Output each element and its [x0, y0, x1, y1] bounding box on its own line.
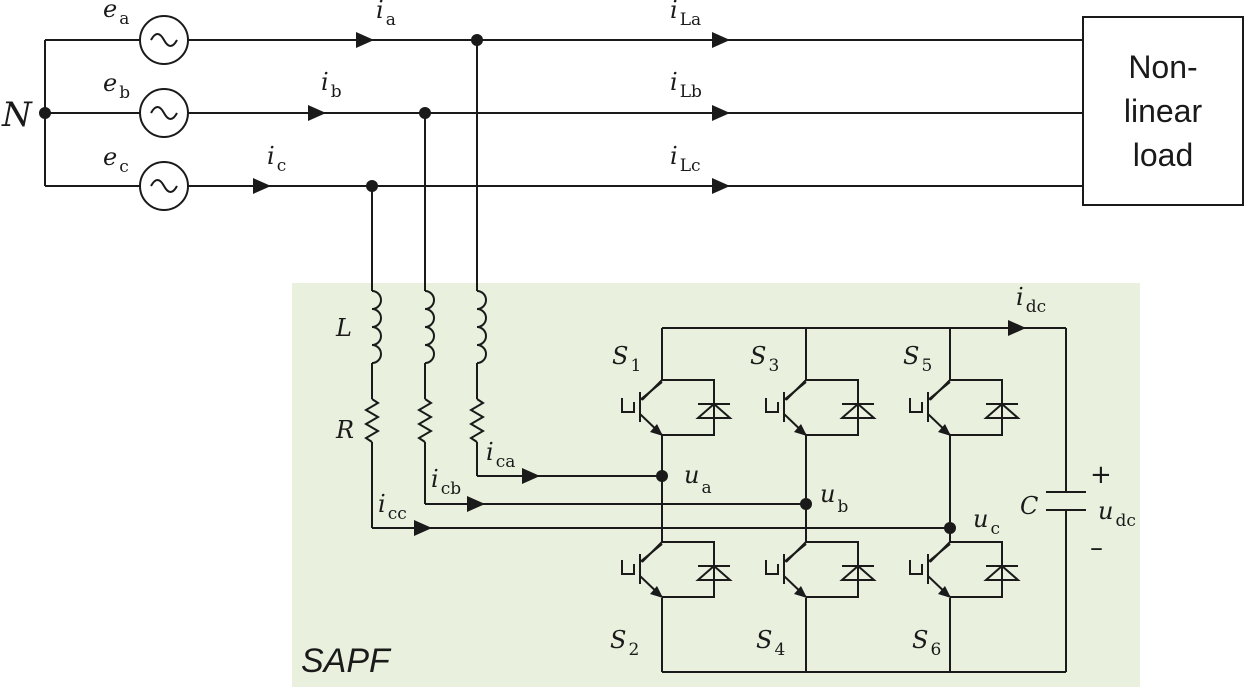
sapf-panel [292, 283, 1140, 687]
dc-minus-sign: – [1090, 533, 1103, 563]
current-arrow-idc [1008, 320, 1026, 336]
inverter-leg-b [800, 328, 812, 672]
inverter-leg-a [656, 328, 668, 672]
source-b [139, 88, 189, 138]
supply-network [44, 39, 1083, 187]
igbt-switch-s2 [621, 541, 733, 598]
inverter-leg-c [944, 328, 956, 672]
igbt-switch-s5 [909, 379, 1021, 436]
capacitor-label: C [1020, 492, 1038, 520]
source-a [139, 15, 189, 65]
dc-bus [662, 327, 1086, 673]
filter-branch-a [469, 34, 662, 477]
neutral-node [39, 107, 51, 119]
svg-text:linear: linear [1124, 93, 1203, 129]
igbt-switch-s3 [765, 379, 877, 436]
nonlinear-load: Non- linear load [1082, 16, 1244, 206]
igbt-switch-s4 [765, 541, 877, 598]
resistor-label: R [335, 416, 354, 444]
current-arrow-ilb [712, 105, 730, 121]
current-arrow-icc [414, 520, 432, 536]
current-arrow-ia [356, 32, 374, 48]
current-arrow-ica [522, 468, 540, 484]
current-arrow-ilc [712, 178, 730, 194]
source-c [139, 161, 189, 211]
filter-branch-b [417, 107, 806, 505]
igbt-switch-s6 [909, 541, 1021, 598]
current-arrow-icb [467, 496, 485, 512]
neutral-label: N [1, 95, 33, 135]
svg-text:Non-: Non- [1128, 49, 1197, 85]
current-arrow-ila [712, 32, 730, 48]
sapf-label: SAPF [301, 642, 392, 680]
svg-text:load: load [1133, 137, 1194, 173]
current-arrow-ic [253, 178, 271, 194]
inductor-label: L [335, 314, 352, 342]
current-arrow-ib [308, 105, 326, 121]
igbt-switch-s1 [621, 379, 733, 436]
dc-plus-sign: + [1090, 460, 1112, 490]
